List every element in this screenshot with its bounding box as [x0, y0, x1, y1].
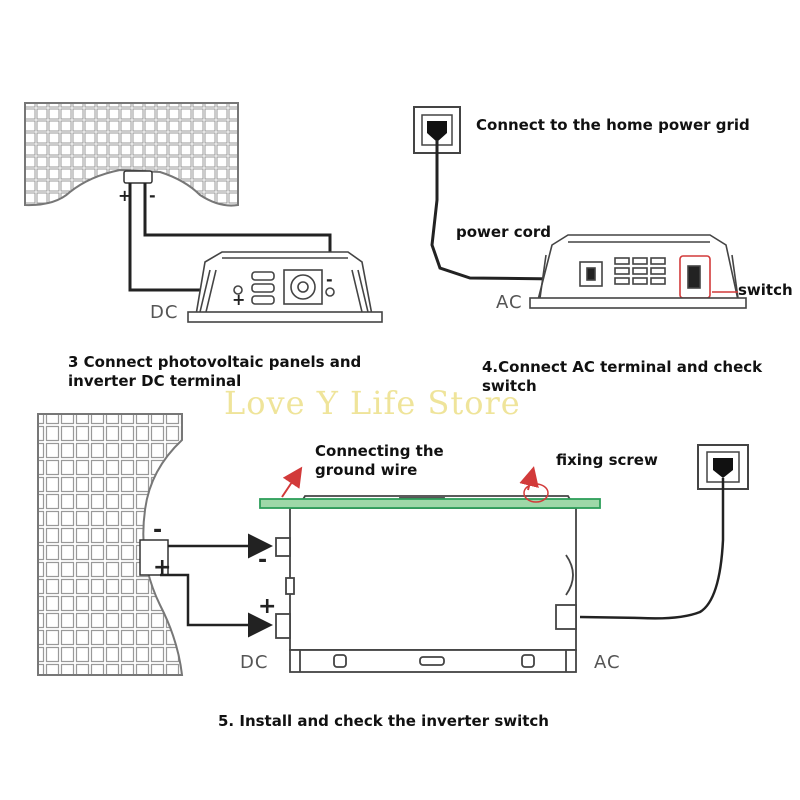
- power-cord-bottom: [579, 478, 725, 620]
- fixing-screw-label: fixing screw: [556, 451, 658, 469]
- plus-sign-panel-top: +: [118, 186, 132, 205]
- minus-sign-panel-top: -: [149, 186, 156, 205]
- ground-arrow: [281, 466, 303, 498]
- step3-caption: 3 Connect photovoltaic panels and invert…: [68, 353, 362, 390]
- ac-terminal-label-bottom: AC: [594, 652, 621, 673]
- dc-terminal-label-bottom: DC: [240, 652, 269, 673]
- solar-panel-top: [24, 102, 239, 207]
- dc-terminal-label-top: DC: [150, 302, 179, 323]
- junction-box-top: [123, 170, 153, 184]
- ac-terminal-label-top: AC: [496, 292, 523, 313]
- minus-sign-inverter-bottom: -: [258, 548, 268, 573]
- inverter-bottom: [275, 495, 577, 673]
- junction-box-bottom: [139, 539, 169, 576]
- dc-positive-wire-bottom: [160, 573, 273, 638]
- switch-label: switch: [738, 281, 793, 299]
- minus-sign-inverter-top: -: [326, 270, 333, 289]
- power-cord-label: power cord: [456, 223, 552, 241]
- plus-sign-inverter-top: +: [232, 290, 246, 309]
- screw-arrow: [519, 466, 539, 491]
- store-watermark: Love Y Life Store: [224, 384, 521, 422]
- plus-sign-panel-bottom: +: [153, 555, 172, 580]
- minus-sign-panel-bottom: -: [153, 518, 163, 543]
- wall-socket-bottom: [697, 444, 749, 490]
- plus-sign-inverter-bottom: +: [258, 594, 277, 619]
- wall-socket-top: [413, 106, 461, 154]
- ground-bar: [259, 498, 601, 509]
- inverter-top-right: [529, 234, 747, 309]
- step4-caption: 4.Connect AC terminal and check switch: [482, 358, 763, 395]
- step5-caption: 5. Install and check the inverter switch: [218, 712, 549, 730]
- inverter-top-left: [187, 251, 383, 323]
- ground-wire-label: Connecting the ground wire: [315, 442, 444, 479]
- grid-label: Connect to the home power grid: [476, 116, 750, 134]
- power-cord-top: [430, 140, 561, 281]
